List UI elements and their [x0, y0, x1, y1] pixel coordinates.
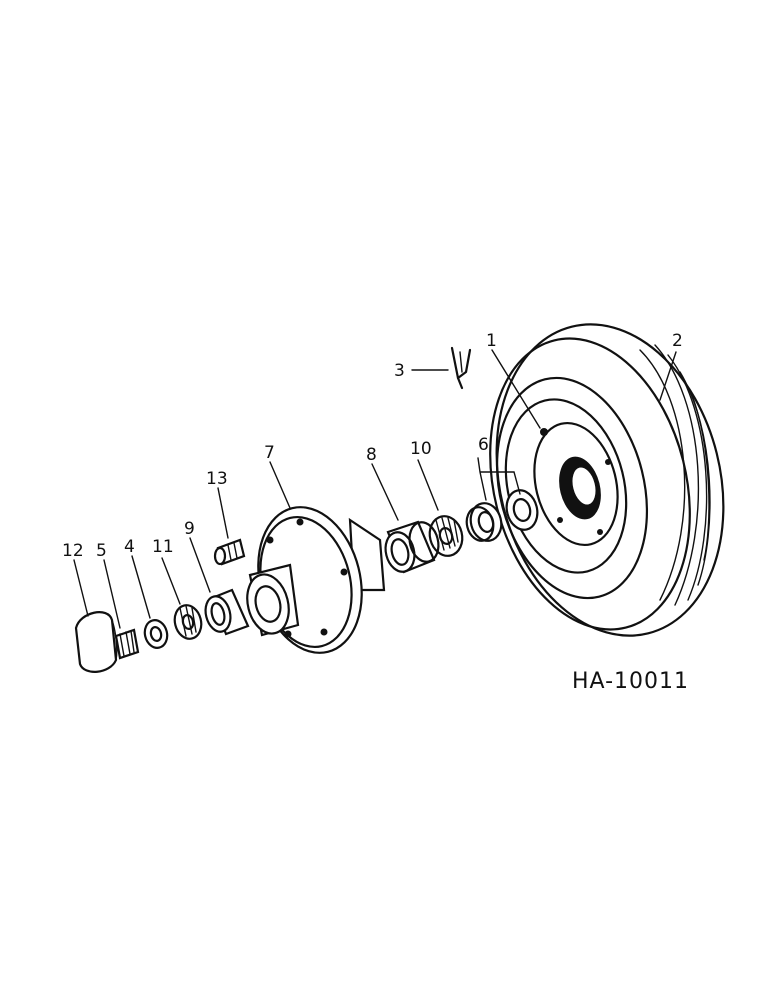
callout-12: 12 [62, 541, 84, 561]
roller-bearing-11 [173, 604, 203, 640]
callout-4: 4 [124, 537, 135, 557]
callout-3: 3 [394, 361, 405, 381]
callout-labels: 1 2 3 4 5 6 7 8 9 10 11 12 13 [62, 331, 683, 561]
castle-nut [114, 628, 140, 660]
callout-11: 11 [152, 537, 174, 557]
bearing-cup-8 [384, 520, 440, 574]
hub [246, 506, 386, 654]
callout-10: 10 [410, 439, 432, 459]
bearing-cup-9 [204, 588, 250, 636]
bearing-cup-outer [505, 489, 539, 531]
figure-id: HA-10011 [572, 669, 689, 694]
washer [143, 619, 169, 649]
valve-stem [450, 346, 472, 390]
callout-8: 8 [366, 445, 377, 465]
callout-2: 2 [672, 331, 683, 351]
callout-9: 9 [184, 519, 195, 539]
callout-1: 1 [486, 331, 497, 351]
callout-6: 6 [478, 435, 489, 455]
bearing-cone-outer [465, 502, 503, 542]
dust-cap [74, 611, 118, 673]
callout-13: 13 [206, 469, 228, 489]
callout-5: 5 [96, 541, 107, 561]
grease-fitting [213, 538, 246, 566]
callout-7: 7 [264, 443, 275, 463]
leader-lines [73, 349, 677, 629]
